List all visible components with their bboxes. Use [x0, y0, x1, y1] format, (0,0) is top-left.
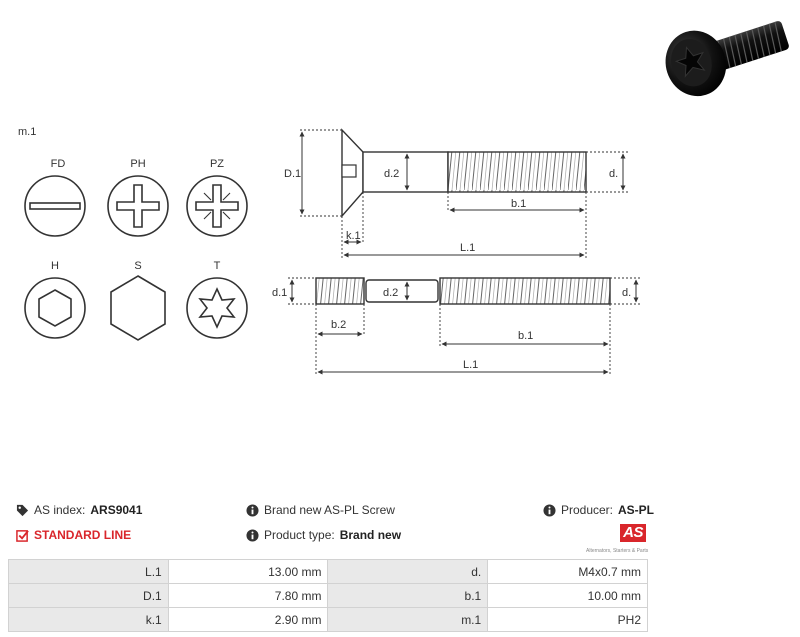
head-type-label-pz: PZ [210, 158, 224, 170]
standard-line: STANDARD LINE [16, 528, 131, 542]
table-row: L.1 13.00 mm d. M4x0.7 mm [8, 559, 648, 584]
spec-value: 10.00 mm [487, 583, 648, 608]
dim-label-neck-diameter: d.2 [384, 168, 399, 180]
standard-line-label: STANDARD LINE [34, 528, 132, 542]
dim-label-stud-neck-diameter: d.2 [383, 287, 398, 299]
info-icon [246, 503, 259, 517]
table-row: D.1 7.80 mm b.1 10.00 mm [8, 583, 648, 608]
tag-icon [16, 504, 29, 516]
phillips-head-icon [107, 175, 169, 237]
product-type: Product type: Brand new [246, 528, 401, 542]
technical-drawing: m.1 FD PH PZ H S T [18, 126, 640, 375]
dim-label-stud-thread-diameter: d. [622, 287, 631, 299]
dim-label-thread-diameter: d. [609, 168, 618, 180]
producer-label: Producer: [560, 503, 613, 517]
dim-label-thread-length: b.1 [511, 198, 526, 210]
hex-head-icon [110, 275, 166, 341]
head-type-label-fd: FD [51, 158, 66, 170]
spec-value: 2.90 mm [167, 607, 329, 632]
spec-table: L.1 13.00 mm d. M4x0.7 mm D.1 7.80 mm b.… [8, 559, 648, 632]
producer: Producer: AS-PL [543, 503, 654, 517]
checkbox-checked-icon [16, 529, 29, 542]
dim-label-end-diameter: d.1 [272, 287, 287, 299]
spec-value: 13.00 mm [167, 559, 329, 584]
countersunk-screw-diagram [341, 128, 587, 218]
dim-label-total-length: L.1 [460, 242, 475, 254]
product-description: Brand new AS-PL Screw [246, 503, 395, 517]
brand-logo-tagline: Alternators, Starters & Parts [586, 548, 649, 554]
as-index-label: AS index: [34, 503, 86, 517]
slot-head-icon [24, 175, 86, 237]
dim-label-head-height: k.1 [346, 230, 361, 242]
info-row-secondary: STANDARD LINE Product type: Brand new [16, 528, 654, 548]
as-index: AS index: ARS9041 [16, 503, 142, 517]
product-photo [665, 21, 789, 97]
hex-socket-head-icon [24, 277, 86, 339]
torx-head-icon [186, 277, 248, 339]
info-icon [246, 528, 259, 542]
producer-value: AS-PL [618, 503, 654, 517]
head-type-label-h: H [51, 260, 59, 272]
spec-value: M4x0.7 mm [487, 559, 648, 584]
info-icon [543, 503, 556, 517]
group-label: m.1 [18, 126, 36, 138]
dim-label-head-diameter: D.1 [284, 168, 301, 180]
product-description-text: Brand new AS-PL Screw [264, 503, 395, 517]
spec-key: d. [327, 559, 489, 584]
as-index-value: ARS9041 [90, 503, 143, 517]
spec-key: m.1 [327, 607, 489, 632]
table-row: k.1 2.90 mm m.1 PH2 [8, 607, 648, 632]
dim-label-short-thread: b.2 [331, 319, 346, 331]
head-type-label-t: T [214, 260, 221, 272]
spec-key: k.1 [8, 607, 169, 632]
dim-label-stud-thread-length: b.1 [518, 330, 533, 342]
product-type-value: Brand new [339, 528, 402, 542]
spec-key: D.1 [8, 583, 169, 608]
product-type-label: Product type: [264, 528, 335, 542]
pozidriv-head-icon [186, 175, 248, 237]
stud-diagram [315, 277, 611, 305]
head-type-label-ph: PH [130, 158, 145, 170]
spec-value: PH2 [487, 607, 648, 632]
brand-logo-mark: AS [620, 524, 646, 542]
spec-value: 7.80 mm [167, 583, 329, 608]
spec-key: L.1 [8, 559, 169, 584]
spec-key: b.1 [327, 583, 489, 608]
head-type-label-s: S [134, 260, 141, 272]
info-row-primary: AS index: ARS9041 Brand new AS-PL Screw … [16, 503, 654, 523]
brand-logo: AS Alternators, Starters & Parts [586, 524, 654, 554]
dim-label-stud-total-length: L.1 [463, 359, 478, 371]
